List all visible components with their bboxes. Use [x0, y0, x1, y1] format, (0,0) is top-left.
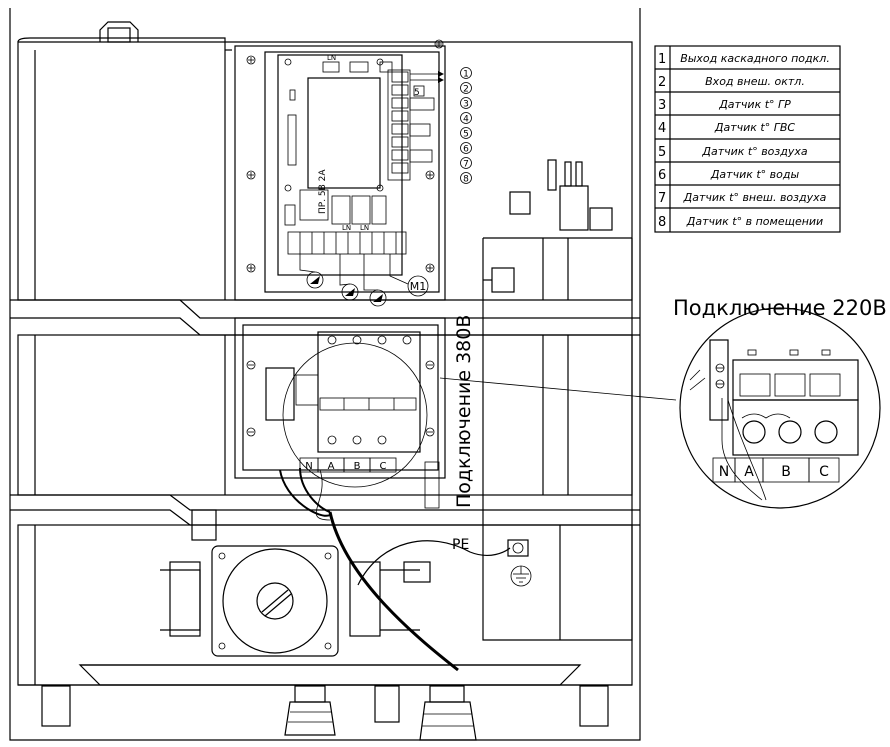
pe-ground: PE [452, 537, 532, 587]
label-connection-380: Подключение 380В [453, 315, 475, 508]
motor-label: M1 [410, 280, 427, 293]
board-ln-label: LN [327, 54, 336, 62]
zoom-terminal-b: B [781, 464, 791, 480]
pump-symbols: M1 [299, 254, 429, 307]
wires [279, 377, 677, 672]
connector-number: 8 [463, 175, 469, 185]
legend-num: 6 [658, 168, 666, 183]
connector-number: 6 [463, 145, 469, 155]
legend-text: Датчик t° воды [710, 168, 800, 181]
terminal-b: B [354, 461, 361, 472]
fuse-label: ПР. 5В 2А [318, 169, 328, 214]
legend-text: Датчик t° воздуха [701, 145, 808, 158]
terminal-c: C [380, 461, 387, 472]
legend-num: 7 [658, 191, 666, 206]
board-terminal-block: LN LN [287, 224, 407, 255]
zoom-terminal-n: N [719, 464, 729, 480]
contactor-panel: N A B C [234, 317, 446, 509]
legend-text: Датчик t° внеш. воздуха [683, 191, 827, 204]
legend-text: Вход внеш. октл. [705, 75, 805, 88]
connector-number: 4 [463, 115, 469, 125]
expansion-cylinder [482, 159, 633, 641]
connector-number: 5 [463, 130, 469, 140]
legend-num: 4 [658, 121, 666, 136]
zoom-terminal-a: A [744, 464, 754, 480]
zoom-220-detail: Подключение 220В N A B C [673, 296, 887, 509]
legend-text: Датчик t° ГР [718, 98, 791, 111]
legend-text: Датчик t° ГВС [714, 121, 796, 134]
sensor-connectors: 5 [387, 69, 444, 181]
terminal-n: N [305, 461, 312, 472]
connector-number: 3 [463, 100, 469, 110]
circulation-pump [160, 509, 431, 657]
zoom-terminal-c: C [819, 464, 829, 480]
connector-number: 2 [463, 85, 469, 95]
connector-number-list: 1 2 3 4 5 6 7 8 [460, 67, 472, 185]
legend-num: 8 [658, 215, 666, 230]
legend-num: 2 [658, 75, 666, 90]
terminal-a: A [328, 461, 335, 472]
legend-num: 5 [658, 145, 666, 160]
legend-num: 1 [658, 52, 666, 67]
legend-num: 3 [658, 98, 666, 113]
board-ln3-label: LN [360, 224, 369, 232]
control-board: ПР. 5В 2А LN 5 [234, 39, 472, 307]
board-ln2-label: LN [342, 224, 351, 232]
cable-gland-left [284, 685, 336, 736]
cable-gland-right [419, 685, 477, 741]
cabinet-frame [9, 8, 641, 741]
legend-text: Датчик t° в помещении [686, 215, 823, 228]
connector-number: 7 [463, 160, 469, 170]
connector-number: 1 [463, 70, 469, 80]
legend-table: 1 Выход каскадного подкл. 2 Вход внеш. о… [654, 45, 841, 233]
relay-label: 5 [414, 88, 420, 98]
legend-text: Выход каскадного подкл. [680, 52, 830, 65]
